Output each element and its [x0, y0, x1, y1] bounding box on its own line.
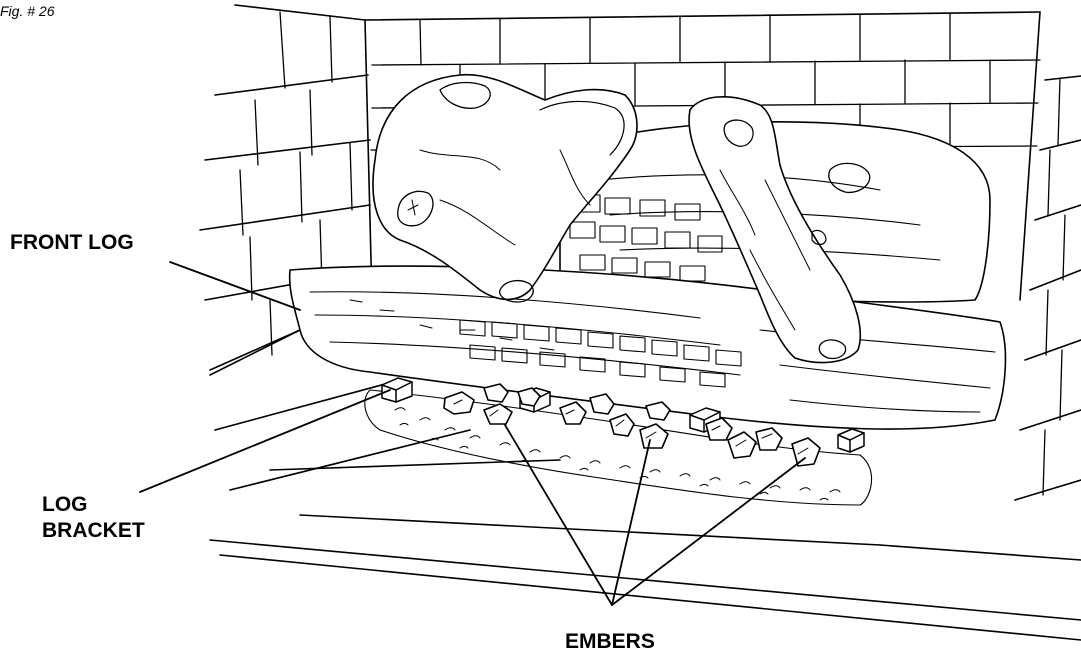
leader-log-bracket — [140, 390, 390, 492]
label-log-bracket: LOG BRACKET — [42, 492, 145, 544]
leader-embers-1 — [505, 425, 612, 605]
figure-number: Fig. # 26 — [0, 3, 54, 19]
right-wall-bricks — [1043, 78, 1065, 495]
label-front-log: FRONT LOG — [10, 230, 134, 256]
label-embers: EMBERS — [565, 629, 655, 655]
label-log-bracket-line-1: LOG — [42, 492, 145, 518]
label-log-bracket-line-2: BRACKET — [42, 518, 145, 544]
